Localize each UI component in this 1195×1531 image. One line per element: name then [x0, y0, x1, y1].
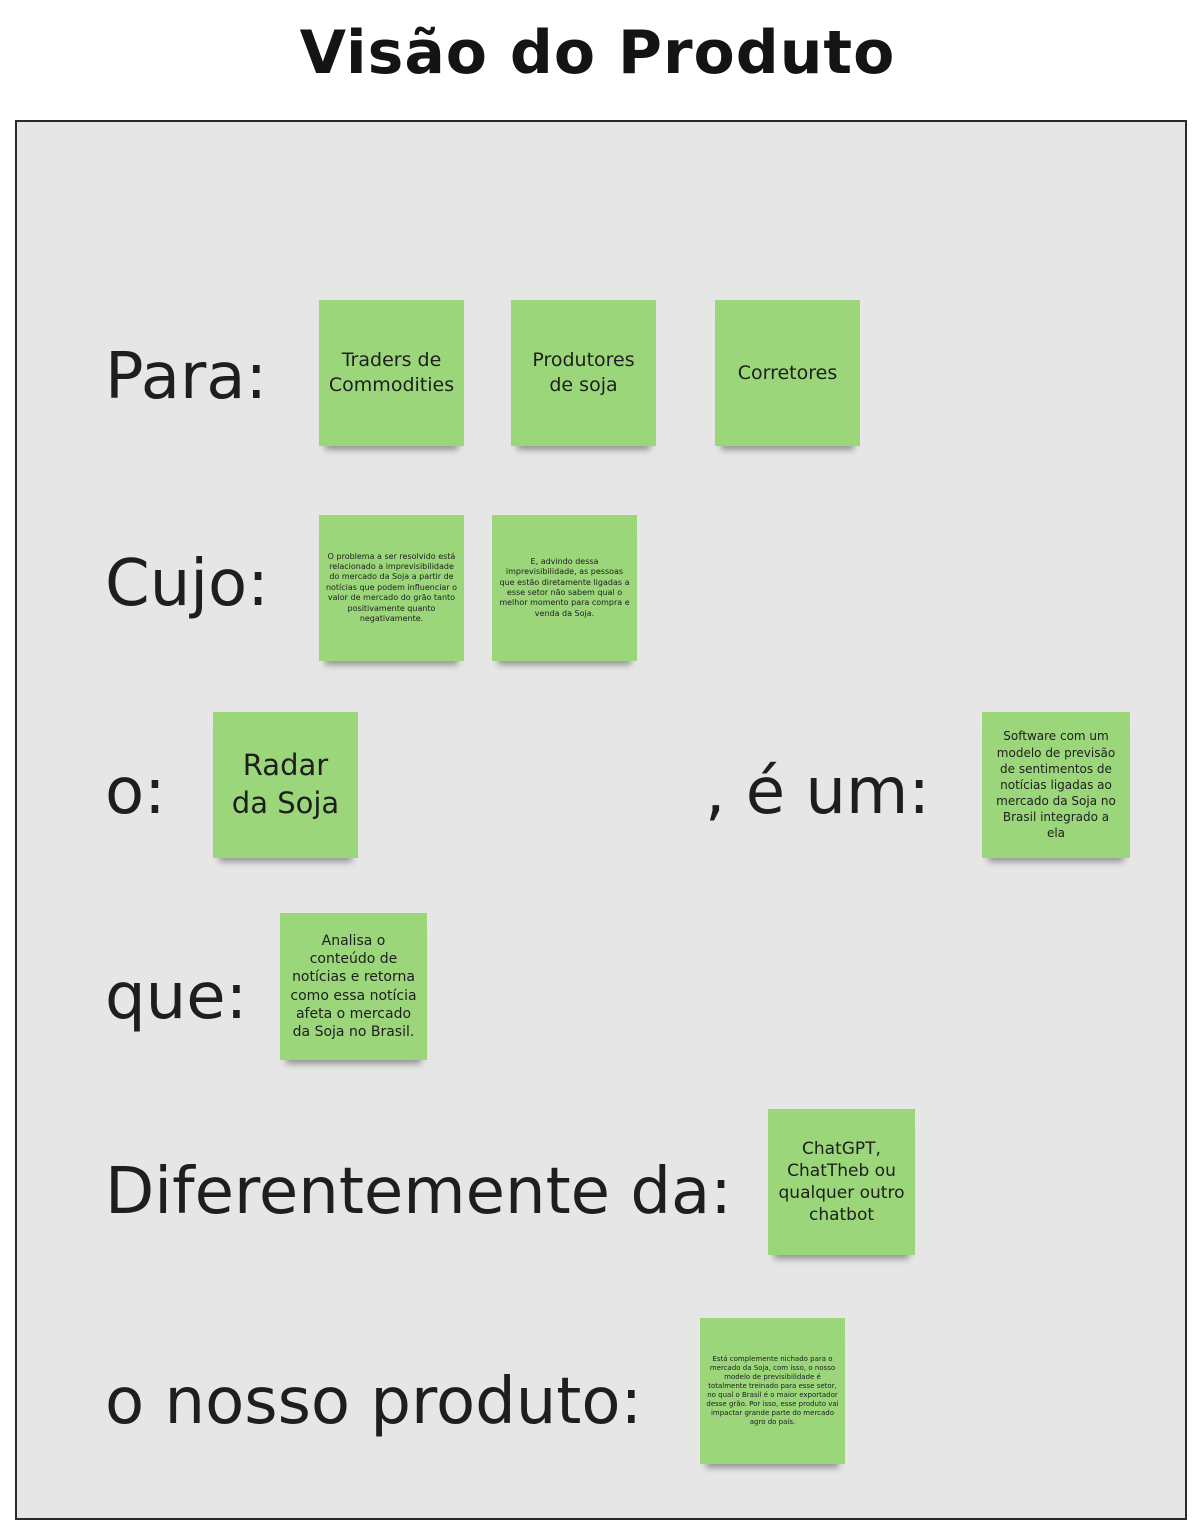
sticky-text: E, advindo dessa imprevisibilidade, as p…	[499, 556, 630, 618]
sticky-traders[interactable]: Traders de Commodities	[319, 300, 464, 446]
sticky-text: Analisa o conteúdo de notícias e retorna…	[290, 932, 417, 1040]
label-diferentemente: Diferentemente da:	[105, 1155, 732, 1229]
sticky-text: Está complemente nichado para o mercado …	[706, 1354, 839, 1427]
sticky-nichado[interactable]: Está complemente nichado para o mercado …	[700, 1318, 845, 1464]
label-que: que:	[105, 960, 248, 1034]
label-nosso-produto: o nosso produto:	[105, 1365, 643, 1439]
sticky-text: Radar da Soja	[231, 748, 340, 820]
sticky-advindo[interactable]: E, advindo dessa imprevisibilidade, as p…	[492, 515, 637, 661]
sticky-text: O problema a ser resolvido está relacion…	[325, 551, 458, 623]
sticky-analisa[interactable]: Analisa o conteúdo de notícias e retorna…	[280, 913, 427, 1060]
sticky-problema[interactable]: O problema a ser resolvido está relacion…	[319, 515, 464, 661]
label-o: o:	[105, 755, 166, 829]
sticky-text: Produtores de soja	[532, 349, 635, 396]
sticky-text: ChatGPT, ChatTheb ou qualquer outro chat…	[778, 1138, 905, 1226]
sticky-corretores[interactable]: Corretores	[715, 300, 860, 446]
sticky-produtores[interactable]: Produtores de soja	[511, 300, 656, 446]
sticky-chatgpt[interactable]: ChatGPT, ChatTheb ou qualquer outro chat…	[768, 1109, 915, 1255]
label-cujo: Cujo:	[105, 547, 269, 621]
sticky-radar[interactable]: Radar da Soja	[213, 712, 358, 858]
sticky-software[interactable]: Software com um modelo de previsão de se…	[982, 712, 1130, 858]
label-para: Para:	[105, 340, 268, 414]
sticky-text: Corretores	[737, 361, 838, 384]
sticky-text: Traders de Commodities	[328, 349, 455, 396]
page-title: Visão do Produto	[299, 18, 896, 88]
sticky-text: Software com um modelo de previsão de se…	[996, 729, 1116, 841]
label-e-um: , é um:	[705, 755, 930, 829]
